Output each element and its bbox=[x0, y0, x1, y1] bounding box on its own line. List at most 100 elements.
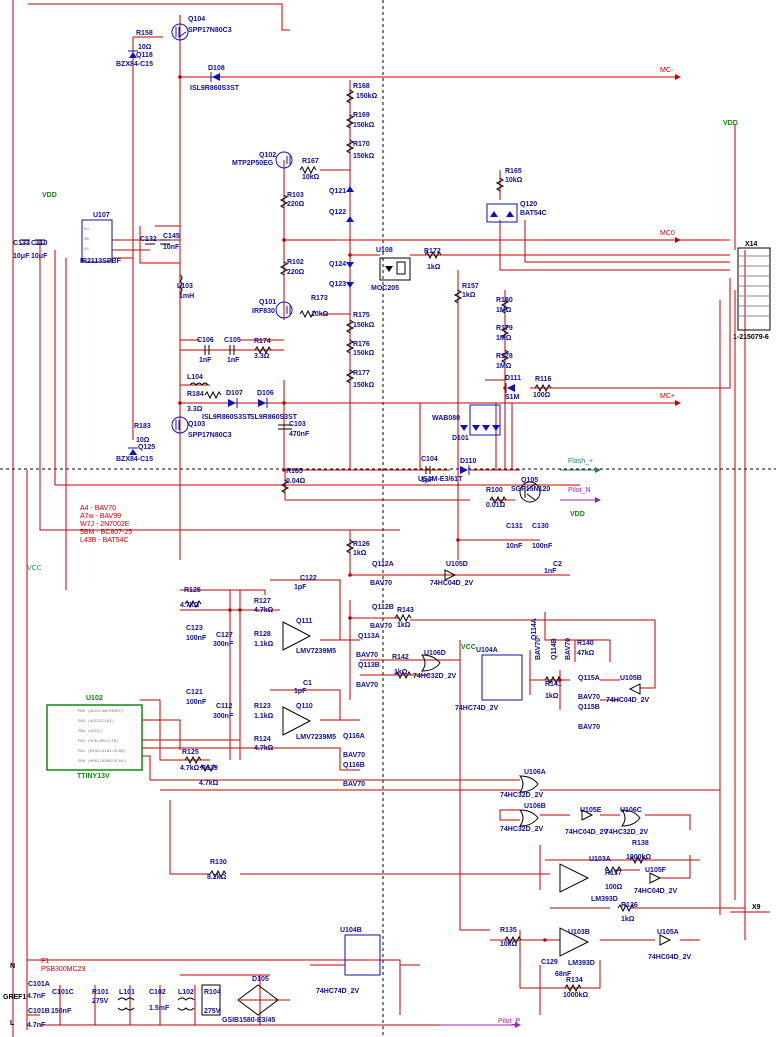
u105d-value: 74HC04D_2V bbox=[430, 580, 474, 587]
r172-ref: R172 bbox=[424, 248, 441, 255]
q123-ref: Q123 bbox=[329, 281, 346, 288]
q102-value: MTP2P50EG bbox=[232, 160, 274, 167]
c105-ref: C105 bbox=[224, 337, 241, 344]
r178-ref: R178 bbox=[496, 353, 513, 360]
r141-ref: R141 bbox=[545, 681, 562, 688]
c2-value: 1nF bbox=[544, 568, 557, 575]
legend-line-2: A7w - BAV99 bbox=[80, 513, 121, 520]
transistor-q105 bbox=[519, 481, 541, 503]
r183-ref: R183 bbox=[134, 423, 151, 430]
r180-ref: R180 bbox=[496, 297, 513, 304]
r173-ref: R173 bbox=[311, 295, 328, 302]
caps-top-left bbox=[20, 239, 170, 245]
r158-value: 10Ω bbox=[138, 44, 152, 51]
r126-value: 1kΩ bbox=[353, 550, 367, 557]
r167-value: 10kΩ bbox=[302, 174, 320, 181]
r180-value: 1MΩ bbox=[496, 307, 512, 314]
port-l: L bbox=[10, 1020, 15, 1027]
c121-ref: C121 bbox=[186, 689, 203, 696]
c145-value: 10nF bbox=[163, 244, 180, 251]
q125-ref: Q125 bbox=[138, 444, 155, 451]
inductor-l103 bbox=[179, 274, 183, 294]
r128-ref: R128 bbox=[254, 631, 271, 638]
svg-text:PB2 (SCK/ADC1/T0): PB2 (SCK/ADC1/T0) bbox=[78, 739, 119, 744]
svg-text:VS: VS bbox=[84, 248, 89, 252]
r170-value: 150kΩ bbox=[353, 153, 375, 160]
rectifier-d105 bbox=[237, 984, 279, 1016]
port-vdd-mid: VDD bbox=[570, 511, 585, 518]
svg-text:PB5 (ADC0/dW/RESET): PB5 (ADC0/dW/RESET) bbox=[78, 709, 124, 714]
u106c-value: 74HC32D_2V bbox=[605, 829, 649, 836]
r174-ref: R174 bbox=[254, 338, 271, 345]
r165-ref: R165 bbox=[505, 168, 522, 175]
d110-value: US1M-E3/61T bbox=[418, 476, 463, 483]
q124-ref: Q124 bbox=[329, 261, 346, 268]
q102-ref: Q102 bbox=[259, 152, 276, 159]
r136-value: 1kΩ bbox=[621, 916, 635, 923]
r140-ref: R140 bbox=[577, 640, 594, 647]
r173-value: 10kΩ bbox=[311, 311, 329, 318]
r125-value: 4.7kΩ bbox=[180, 602, 200, 609]
u104b-ref: U104B bbox=[340, 927, 362, 934]
q115a-ref: Q115A bbox=[578, 675, 600, 682]
logic-gates bbox=[421, 569, 672, 946]
port-vcc-left: VCC bbox=[27, 565, 42, 572]
c145-ref: C145 bbox=[163, 233, 180, 240]
r140-value: 47kΩ bbox=[577, 650, 595, 657]
c101a-value: 4.7nF bbox=[27, 993, 46, 1000]
r103-value: 220Ω bbox=[287, 201, 305, 208]
r100-value: 0.01Ω bbox=[486, 502, 506, 509]
u106c-ref: U106C bbox=[620, 807, 642, 814]
r124-ref: R124 bbox=[254, 736, 271, 743]
c2-ref: C2 bbox=[553, 561, 562, 568]
c1-value: 1pF bbox=[294, 688, 307, 695]
r101-ref: R101 bbox=[92, 989, 109, 996]
c122-value: 1pF bbox=[294, 584, 307, 591]
r101-value: 275V bbox=[92, 998, 109, 1005]
svg-text:PB0 (MOSI/AIN0/OC0A): PB0 (MOSI/AIN0/OC0A) bbox=[78, 759, 126, 764]
d101-ref: D101 bbox=[452, 435, 469, 442]
r116-value: 100Ω bbox=[533, 392, 551, 399]
q111-value: LMV7239M5 bbox=[296, 648, 336, 655]
port-mc-minus: MC- bbox=[660, 67, 674, 74]
transistor-q120 bbox=[486, 203, 518, 223]
c123-ref: C123 bbox=[186, 625, 203, 632]
resistor-symbols bbox=[184, 89, 647, 993]
l101-ref: L101 bbox=[119, 989, 135, 996]
u108-ref: U108 bbox=[376, 247, 393, 254]
q112b-ref: Q112B bbox=[372, 604, 394, 611]
r102-ref: R102 bbox=[287, 259, 304, 266]
r179-ref: R179 bbox=[496, 325, 513, 332]
r138-ref: R138 bbox=[632, 840, 649, 847]
r139-value: 4.7kΩ bbox=[199, 780, 219, 787]
r168-ref: R168 bbox=[353, 83, 370, 90]
r175-value: 150kΩ bbox=[353, 322, 375, 329]
d106-ref: D106 bbox=[257, 390, 274, 397]
q110-value: LMV7239M5 bbox=[296, 734, 336, 741]
c131-value: 10nF bbox=[506, 543, 523, 550]
c121-value: 100nF bbox=[186, 699, 207, 706]
r123-ref: R123 bbox=[254, 703, 271, 710]
u105e-ref: U105E bbox=[580, 807, 602, 814]
c110-ref: C110 bbox=[31, 240, 47, 247]
r143-ref: R143 bbox=[397, 607, 414, 614]
l102-ref: L102 bbox=[178, 989, 194, 996]
transistor-q101 bbox=[275, 301, 293, 319]
c132-ref: C132 bbox=[140, 236, 157, 243]
d111-value: S1M bbox=[505, 394, 520, 401]
r135-value: 10kΩ bbox=[500, 941, 518, 948]
q104-ref: Q104 bbox=[188, 16, 205, 23]
d107-ref: D107 bbox=[226, 390, 243, 397]
svg-text:PB1 (MISO/AIN1/OC0B): PB1 (MISO/AIN1/OC0B) bbox=[78, 749, 126, 754]
r141-value: 1kΩ bbox=[545, 693, 559, 700]
q101-value: IRF830 bbox=[252, 308, 275, 315]
q113b-value: BAV70 bbox=[356, 682, 378, 689]
q120-value: BAT54C bbox=[520, 210, 547, 217]
r185-value: 0.04Ω bbox=[286, 478, 306, 485]
u106b-ref: U106B bbox=[524, 803, 546, 810]
transistor-q103 bbox=[171, 416, 189, 434]
c112-value: 300nF bbox=[213, 713, 234, 720]
junction-dots bbox=[178, 75, 562, 942]
port-pilot-p: Pilot_P bbox=[498, 1018, 521, 1025]
